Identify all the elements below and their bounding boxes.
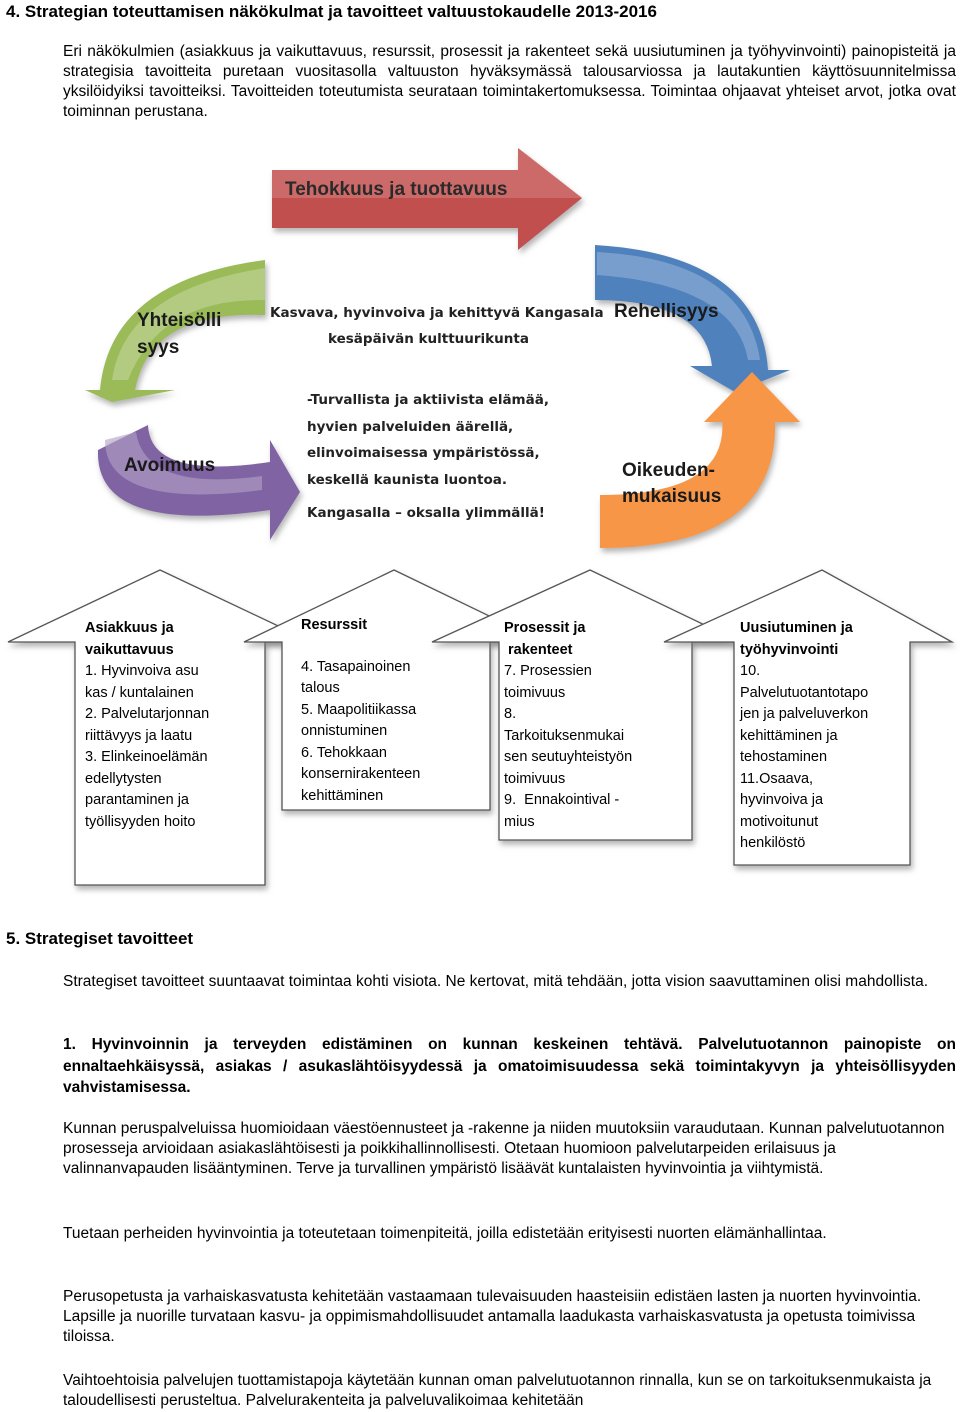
house-item: sen seutuyhteistyön [504,749,633,765]
house-item: toimivuus [504,770,566,787]
house-renewal [663,569,955,866]
vision-line: hyvien palveluiden äärellä, [307,418,514,435]
house-renewal-text: Uusiutuminen ja työhyvinvointi 10. Palve… [740,618,908,855]
section-5-paragraph-4: Perusopetusta ja varhaiskasvatusta kehit… [63,1288,922,1345]
strategic-goal-1: 1. Hyvinvoinnin ja terveyden edistäminen… [63,1036,956,1096]
house-item: toimivuus [504,684,566,701]
vision-line: elinvoimaisessa ympäristössä, [307,445,540,461]
house-item: henkilöstö [740,835,806,851]
house-item: 6. Tehokkaan [301,744,387,761]
house-item: Palvelutuotantotapo [740,684,869,701]
house-item: edellytysten [85,770,162,787]
house-item: 7. Prosessien [504,663,592,679]
section-5-heading: 5. Strategiset tavoitteet [6,929,194,948]
house-item: Tarkoituksenmukai [504,727,625,744]
blue-curved-arrow [595,245,790,392]
section-4-intro: Eri näkökulmien (asiakkuus ja vaikuttavu… [63,43,956,120]
arrow-label: Tehokkuus ja tuottavuus [285,179,507,200]
house-item: 1. Hyvinvoiva asu [85,663,199,679]
house-item: 2. Palvelutarjonnan [85,706,210,722]
green-curved-arrow [85,260,265,402]
value-openness: Avoimuus [124,455,215,476]
slogan: Kangasalla – oksalla ylimmällä! [307,505,545,521]
value-community-line2: syys [137,337,179,358]
house-item: tehostaminen [740,749,828,765]
vision-description: -Turvallista ja aktiivista elämää, hyvie… [307,387,549,493]
house-processes-text: Prosessit ja rakenteet 7. Prosessien toi… [504,618,689,833]
section-4-heading: 4. Strategian toteuttamisen näkökulmat j… [6,2,657,21]
house-item: 11.Osaava, [740,770,814,787]
house-item: riittävyys ja laatu [85,727,193,744]
value-justice-line1: Oikeuden- [622,460,715,481]
vision-title-line2: kesäpäivän kulttuurikunta [328,331,529,347]
house-item: onnistuminen [301,723,388,739]
house-item: 3. Elinkeinoelämän [85,749,208,765]
house-item: hyvinvoiva ja [740,792,824,808]
value-justice-line2: mukaisuus [622,486,721,507]
house-item: konsernirakenteen [301,766,421,782]
house-item: 4. Tasapainoinen [301,658,411,675]
vision-line: keskellä kaunista luontoa. [307,471,507,488]
section-5-paragraph-2: Kunnan peruspalveluissa huomioidaan väes… [63,1120,945,1177]
house-resources-text: Resurssit 4. Tasapainoinen talous 5. Maa… [301,615,486,807]
house-item: mius [504,813,535,830]
house-item: 8. [504,706,517,722]
house-item: kehittäminen ja [740,727,838,744]
strategy-diagram: Tehokkuus ja tuottavuus Yhteisölli syys … [0,140,960,900]
house-title-line: Asiakkuus ja [85,620,174,636]
house-title-line: Resurssit [301,617,368,633]
house-title-line: työhyvinvointi [740,641,839,658]
house-item: talous [301,680,340,696]
section-5-paragraph-5: Vaihtoehtoisia palvelujen tuottamistapoj… [63,1372,932,1409]
house-item: 9. Ennakointival - [504,792,620,808]
house-title-line: Prosessit ja [504,620,586,636]
house-item: motivoitunut [740,813,819,830]
house-title-line: vaikuttavuus [85,641,174,658]
house-title-line: rakenteet [504,641,573,658]
house-item: 10. [740,663,761,679]
section-5-paragraph-1: Strategiset tavoitteet suuntaavat toimin… [63,973,929,990]
efficiency-arrow [272,148,582,250]
house-item: 5. Maapolitiikassa [301,701,417,718]
house-item: työllisyyden hoito [85,813,196,830]
vision-title-line1: Kasvava, hyvinvoiva ja kehittyvä Kangasa… [270,305,604,321]
value-community-line1: Yhteisölli [137,310,221,331]
house-title-line: Uusiutuminen ja [740,620,853,636]
house-customer-text: Asiakkuus ja vaikuttavuus 1. Hyvinvoiva … [85,618,260,833]
value-honesty: Rehellisyys [614,301,719,322]
house-item: jen ja palveluverkon [740,706,869,722]
house-processes [431,569,741,841]
house-customer [7,569,313,886]
purple-curved-arrow [97,425,301,540]
orange-curved-arrow [600,372,800,548]
house-item: kehittäminen [301,787,384,804]
house-item: kas / kuntalainen [85,684,194,701]
vision-line: -Turvallista ja aktiivista elämää, [307,392,549,408]
house-item: parantaminen ja [85,792,189,808]
section-5-paragraph-3: Tuetaan perheiden hyvinvointia ja toteut… [63,1225,827,1242]
